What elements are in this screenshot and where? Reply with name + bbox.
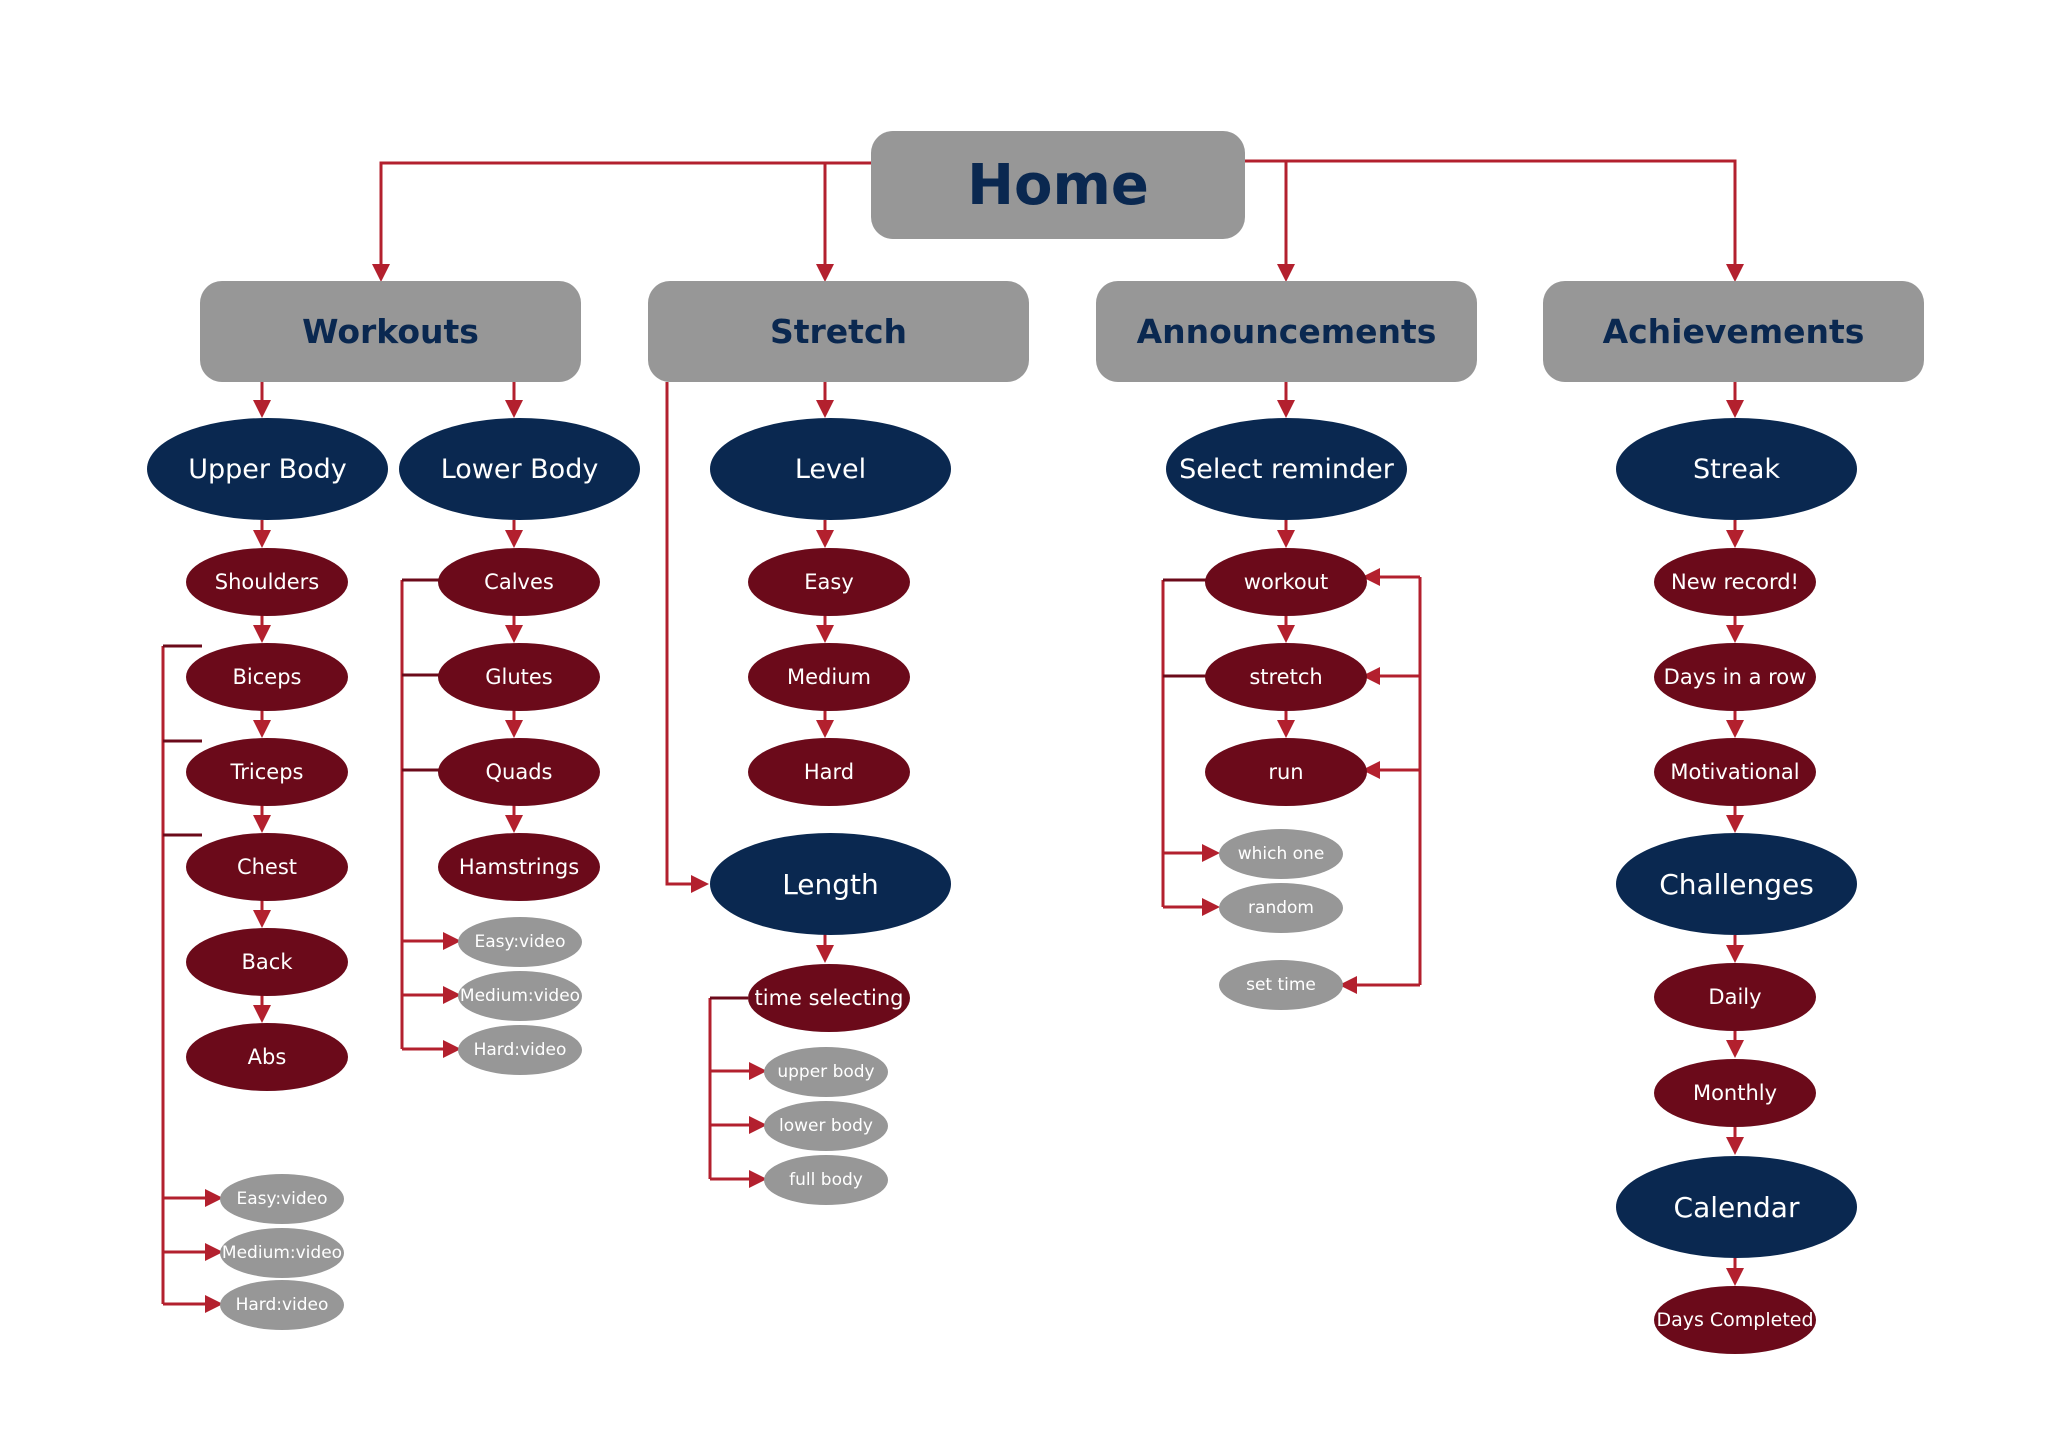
length-option[interactable]: upper body (764, 1047, 888, 1097)
challenges-item[interactable]: Monthly (1654, 1059, 1816, 1127)
home-node[interactable]: Home (871, 131, 1245, 239)
category-stretch[interactable]: Stretch (648, 281, 1029, 382)
level-node[interactable]: Level (710, 418, 951, 520)
lower-body-video[interactable]: Hard:video (458, 1025, 582, 1075)
category-workouts[interactable]: Workouts (200, 281, 581, 382)
category-achievements[interactable]: Achievements (1543, 281, 1924, 382)
reminder-item[interactable]: workout (1205, 548, 1367, 616)
lower-body-item[interactable]: Quads (438, 738, 600, 806)
upper-body-video[interactable]: Easy:video (220, 1174, 344, 1224)
streak-node[interactable]: Streak (1616, 418, 1857, 520)
length-option[interactable]: full body (764, 1155, 888, 1205)
level-item[interactable]: Hard (748, 738, 910, 806)
upper-body-item[interactable]: Back (186, 928, 348, 996)
upper-body-item[interactable]: Abs (186, 1023, 348, 1091)
upper-body-item[interactable]: Biceps (186, 643, 348, 711)
lower-body-node[interactable]: Lower Body (399, 418, 640, 520)
challenges-node[interactable]: Challenges (1616, 833, 1857, 935)
streak-item[interactable]: Motivational (1654, 738, 1816, 806)
time-selecting-node[interactable]: time selecting (748, 964, 910, 1032)
category-announcements[interactable]: Announcements (1096, 281, 1477, 382)
set-time-option[interactable]: set time (1219, 960, 1343, 1010)
reminder-option[interactable]: which one (1219, 829, 1343, 879)
challenges-item[interactable]: Daily (1654, 963, 1816, 1031)
reminder-item[interactable]: run (1205, 738, 1367, 806)
upper-body-item[interactable]: Chest (186, 833, 348, 901)
lower-body-video[interactable]: Easy:video (458, 917, 582, 967)
upper-body-node[interactable]: Upper Body (147, 418, 388, 520)
upper-body-video[interactable]: Medium:video (220, 1228, 344, 1278)
lower-body-video[interactable]: Medium:video (458, 971, 582, 1021)
level-item[interactable]: Easy (748, 548, 910, 616)
length-option[interactable]: lower body (764, 1101, 888, 1151)
level-item[interactable]: Medium (748, 643, 910, 711)
streak-item[interactable]: Days in a row (1654, 643, 1816, 711)
lower-body-item[interactable]: Glutes (438, 643, 600, 711)
length-node[interactable]: Length (710, 833, 951, 935)
lower-body-item[interactable]: Hamstrings (438, 833, 600, 901)
calendar-node[interactable]: Calendar (1616, 1156, 1857, 1258)
select-reminder-node[interactable]: Select reminder (1166, 418, 1407, 520)
lower-body-item[interactable]: Calves (438, 548, 600, 616)
reminder-item[interactable]: stretch (1205, 643, 1367, 711)
upper-body-item[interactable]: Triceps (186, 738, 348, 806)
calendar-item[interactable]: Days Completed (1654, 1286, 1816, 1354)
upper-body-item[interactable]: Shoulders (186, 548, 348, 616)
upper-body-video[interactable]: Hard:video (220, 1280, 344, 1330)
reminder-option[interactable]: random (1219, 883, 1343, 933)
streak-item[interactable]: New record! (1654, 548, 1816, 616)
